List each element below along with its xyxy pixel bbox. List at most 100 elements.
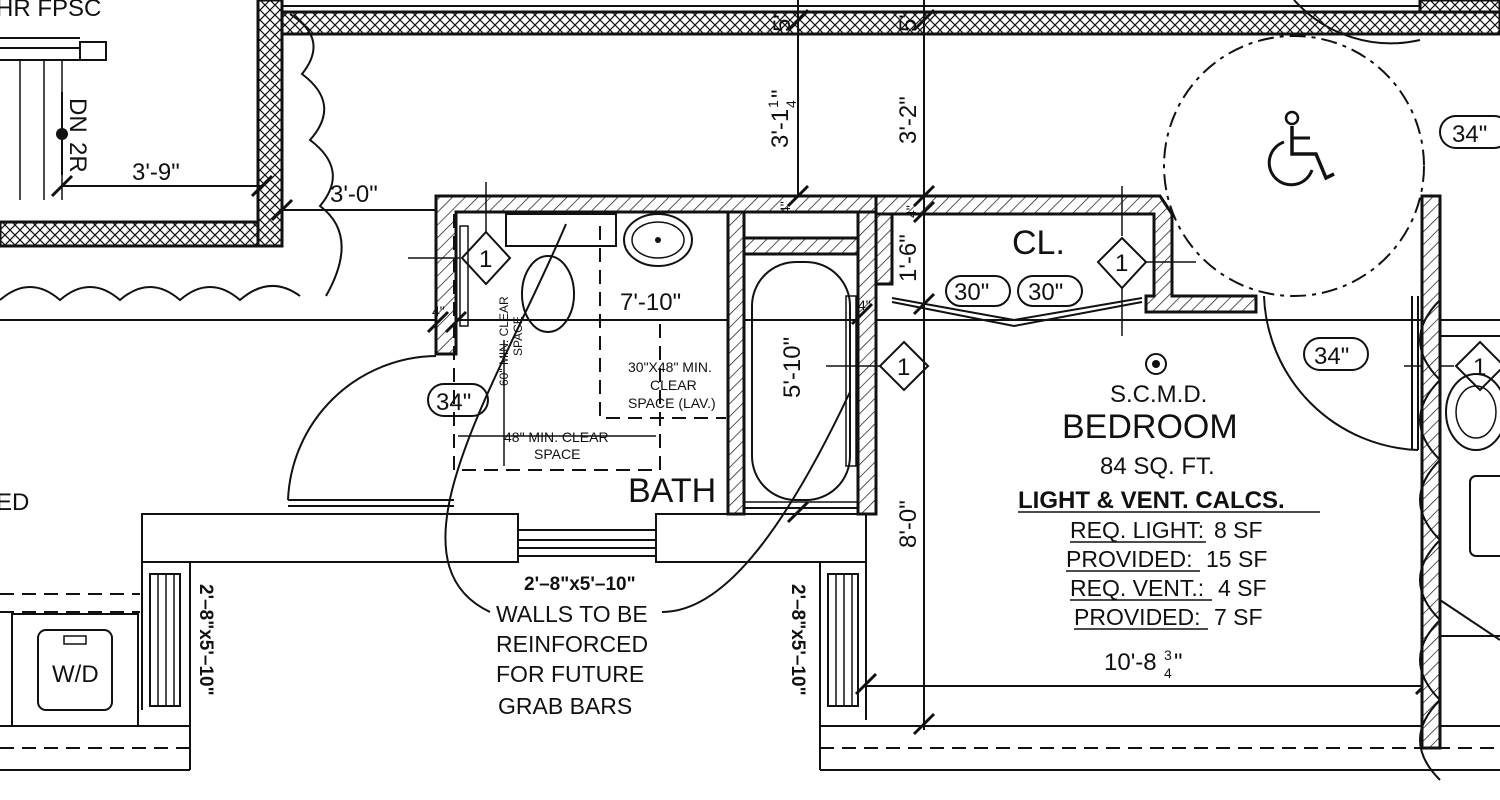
wheelchair-accessible-icon [1267, 110, 1335, 187]
stair-room-wall [0, 0, 284, 248]
svg-text:7'-10": 7'-10" [620, 289, 681, 316]
svg-text:1: 1 [479, 246, 492, 273]
svg-text:1: 1 [765, 100, 781, 108]
svg-text:10'-8: 10'-8 [1104, 649, 1157, 676]
top-left-fragment-label: HR FPSC [0, 0, 101, 22]
window-label-left: 2'–8"x5'–10" [195, 584, 216, 696]
corridor-wall-top [280, 10, 1500, 36]
clearance-lav-label-2: CLEAR [650, 377, 697, 393]
svg-text:30": 30" [1028, 279, 1063, 306]
wall-tag-1b: 1 [826, 340, 930, 392]
svg-text:3: 3 [1164, 647, 1172, 663]
clearance-lav-label-3: SPACE (LAV.) [628, 395, 716, 411]
svg-text:REINFORCED: REINFORCED [496, 631, 648, 657]
smoke-detector-label: S.C.M.D. [1110, 381, 1207, 408]
svg-text:30": 30" [954, 279, 989, 306]
scalloped-outline [0, 13, 343, 302]
light-provided-value: 15 SF [1206, 546, 1267, 572]
dimension-3-2: 3'-2" [895, 96, 922, 144]
door-tag-closet-1: 30" [945, 275, 1011, 307]
req-light-value: 8 SF [1214, 517, 1263, 543]
closet-bifold-doors [891, 297, 1143, 328]
stair-risers-label: 2R [64, 142, 91, 173]
svg-text:34": 34" [1452, 121, 1487, 148]
bath-door-swing [287, 355, 454, 507]
door-tag-bath: 34" [427, 383, 489, 417]
svg-text:": " [1174, 649, 1183, 676]
bedroom-door-swing [1263, 0, 1421, 451]
dimension-line-vertical [786, 0, 936, 736]
window-left [149, 573, 181, 707]
vent-provided-label: PROVIDED: [1074, 604, 1201, 630]
req-vent-label: REQ. VENT.: [1070, 575, 1204, 601]
door-tag-bedroom: 34" [1303, 337, 1369, 371]
vent-provided-value: 7 SF [1214, 604, 1263, 630]
svg-text:WALLS TO BE: WALLS TO BE [496, 601, 648, 627]
svg-text:FOR FUTURE: FOR FUTURE [496, 661, 644, 687]
stair-arrow [56, 92, 68, 175]
light-vent-calcs: LIGHT & VENT. CALCS. REQ. LIGHT: 8 SF PR… [1018, 487, 1320, 630]
closet-label: CL. [1012, 224, 1065, 262]
light-vent-title: LIGHT & VENT. CALCS. [1018, 487, 1285, 514]
svg-text:GRAB BARS: GRAB BARS [498, 693, 632, 719]
svg-text:3'-9": 3'-9" [132, 159, 180, 186]
dimension-10-8-three-quarter: 10'-8 3 4 " [1104, 647, 1183, 681]
dimension-5-10: 5'-10" [779, 337, 806, 398]
svg-text:4: 4 [783, 100, 799, 108]
req-vent-value: 4 SF [1218, 575, 1267, 601]
svg-text:4: 4 [1164, 665, 1172, 681]
stair-down-label: DN [64, 98, 91, 133]
dimension-4-a: 4" [777, 201, 793, 214]
dimension-5-right: 5" [895, 10, 922, 32]
svg-text:34": 34" [1314, 343, 1349, 370]
clearance-lav-label-1: 30"X48" MIN. [628, 359, 712, 375]
closet-walls [874, 194, 1258, 314]
svg-text:": " [767, 89, 794, 98]
svg-text:34": 34" [436, 389, 471, 416]
right-unit-fixtures [1419, 299, 1500, 781]
dimension-1-6: 1'-6" [895, 234, 922, 282]
bottom-dashed-lines [0, 725, 1500, 771]
clearance-wc-horizontal-label-2: SPACE [534, 446, 580, 462]
washer-dryer [0, 593, 140, 727]
svg-text:3'-1: 3'-1 [767, 109, 794, 148]
wall-tag-1c: 1 [1096, 186, 1196, 336]
dimension-4-b: 4" [903, 205, 919, 218]
left-fragment-label: ED [0, 489, 29, 516]
grab-bar-left [459, 225, 469, 327]
grab-bar-note: WALLS TO BE REINFORCED FOR FUTURE GRAB B… [496, 601, 648, 719]
bedroom-area-label: 84 SQ. FT. [1100, 453, 1215, 480]
window-right [827, 573, 859, 707]
dimension-3-9: 3'-9" [50, 159, 274, 198]
bottom-wall [141, 513, 867, 770]
grab-bar-note-leaders [444, 223, 851, 613]
svg-text:1: 1 [1115, 250, 1128, 277]
dimension-5-left: 5" [769, 10, 796, 32]
svg-text:5'-10": 5'-10" [779, 337, 806, 398]
clearance-wc-vertical-label-2: SPACE [511, 316, 525, 356]
bedroom-room-label: BEDROOM [1062, 408, 1238, 446]
washer-dryer-label: W/D [52, 661, 99, 688]
lavatory-sink [623, 213, 693, 267]
dimension-3-1-quarter: 3'-1 1 4 " [765, 89, 799, 148]
dimension-4-c: 4" [432, 303, 445, 319]
clearance-wc-vertical-label: 60" MIN. CLEAR [497, 296, 511, 386]
stair-handrail [0, 37, 107, 200]
toilet [505, 213, 617, 333]
accessible-turning-circle [1163, 35, 1425, 297]
window-label-bottom: 2'–8"x5'–10" [524, 574, 636, 595]
svg-text:1: 1 [897, 354, 910, 381]
dimension-7-10: 7'-10" [620, 289, 681, 316]
dimension-8-0: 8'-0" [895, 500, 922, 548]
clearance-wc-horizontal-label: 48" MIN. CLEAR [504, 429, 609, 445]
window-label-right: 2'–8"x5'–10" [787, 584, 808, 696]
req-light-label: REQ. LIGHT: [1070, 517, 1204, 543]
dimension-3-0: 3'-0" [270, 181, 442, 222]
clearance-lav [599, 226, 726, 419]
svg-text:1: 1 [1473, 354, 1486, 381]
door-tag-top-right: 34" [1439, 115, 1500, 149]
clearance-wc [453, 214, 661, 471]
smoke-detector-icon [1145, 353, 1167, 375]
light-provided-label: PROVIDED: [1066, 546, 1193, 572]
